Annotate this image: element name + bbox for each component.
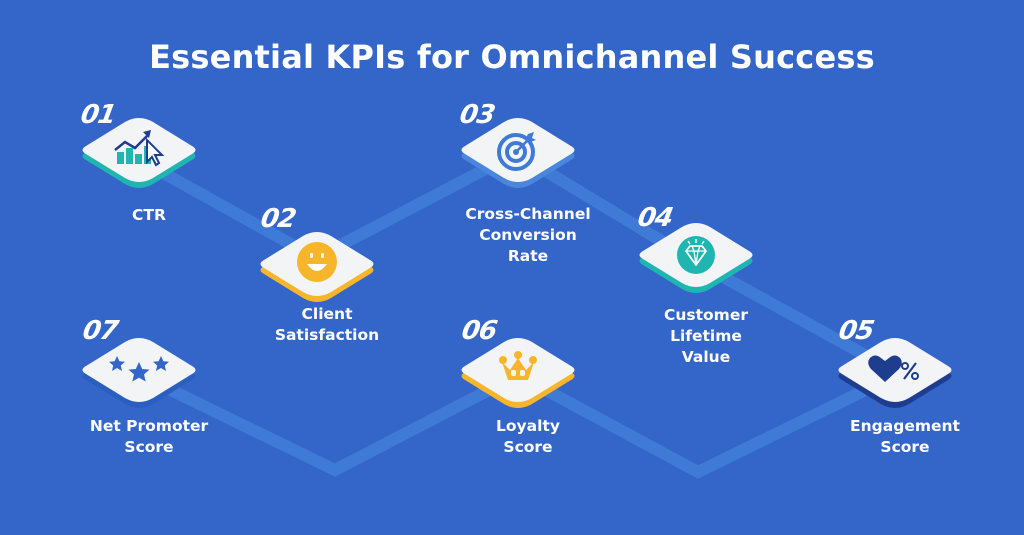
kpi-number: 07 — [80, 316, 120, 346]
kpi-number: 04 — [635, 203, 675, 233]
tile-loyalty-score — [461, 338, 575, 408]
tile-net-promoter-score — [82, 338, 196, 408]
kpi-card-customer-lifetime-value: 04 Customer Lifetime Value — [635, 203, 776, 393]
kpi-number: 01 — [78, 100, 118, 130]
kpi-label: Loyalty Score — [496, 417, 560, 456]
kpi-label: CTR — [132, 206, 166, 224]
kpi-card-client-satisfaction: 02 Client Satisfaction — [257, 204, 397, 402]
target-icon — [497, 132, 536, 171]
tile-engagement-score — [838, 338, 952, 408]
kpi-card-engagement-score: 05 Engagement Score — [835, 316, 975, 508]
kpi-card-cross-channel-conversion-rate: 03 Cross-Channel Conversion Rate — [457, 100, 598, 288]
tile-customer-lifetime-value — [639, 223, 753, 293]
kpi-number: 02 — [258, 204, 298, 234]
tile-conversion-rate — [461, 118, 575, 188]
kpi-label: Engagement Score — [850, 417, 960, 456]
kpi-number: 03 — [457, 100, 497, 130]
kpi-card-ctr: 01 CTR — [78, 100, 219, 288]
kpi-number: 06 — [459, 316, 499, 346]
heart-percent-icon — [868, 355, 919, 382]
diamond-gem-icon — [677, 236, 715, 274]
tile-ctr — [82, 118, 196, 188]
three-stars-icon — [109, 356, 169, 382]
smiley-face-icon — [297, 242, 337, 282]
page-title: Essential KPIs for Omnichannel Success — [149, 38, 875, 76]
crown-icon — [499, 351, 537, 380]
kpi-label: Net Promoter Score — [89, 417, 209, 456]
kpi-number: 05 — [836, 316, 876, 346]
kpi-label: Client Satisfaction — [274, 305, 380, 344]
kpi-label: Cross-Channel Conversion Rate — [465, 205, 591, 265]
kpi-card-loyalty-score: 06 Loyalty Score — [458, 316, 598, 508]
kpi-label: Customer Lifetime Value — [663, 306, 748, 366]
kpi-card-net-promoter-score: 07 Net Promoter Score — [79, 316, 219, 508]
chart-cursor-icon — [114, 130, 165, 167]
tile-client-satisfaction — [260, 232, 374, 302]
